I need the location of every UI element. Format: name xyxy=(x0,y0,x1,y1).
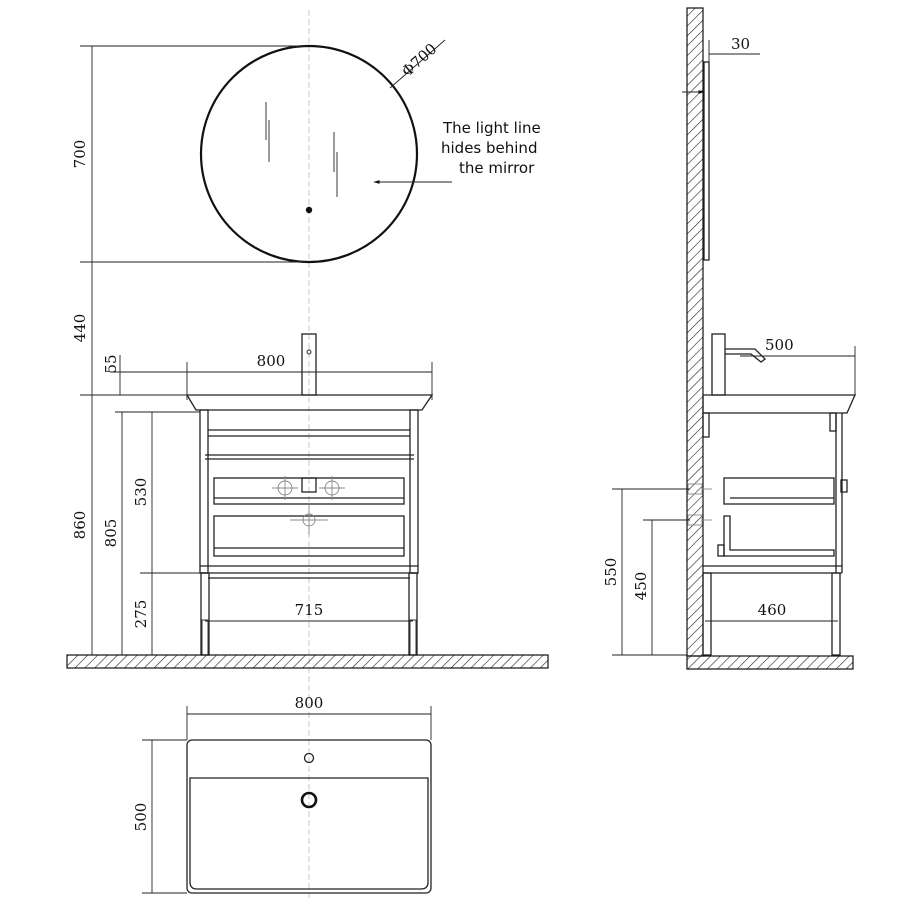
side-view: 30 500 xyxy=(602,7,857,670)
round-mirror xyxy=(199,44,419,264)
top-view: 800 500 xyxy=(132,694,432,894)
note-line-1: The light line xyxy=(442,119,541,137)
note-line-3: the mirror xyxy=(459,159,535,177)
basin-bowl xyxy=(189,777,429,890)
leg-height-label: 275 xyxy=(132,600,150,629)
leg-depth-label: 460 xyxy=(758,601,787,619)
side-lower-frame xyxy=(702,565,842,656)
side-upper-drawer xyxy=(723,477,835,505)
floor-side xyxy=(686,655,854,670)
drain-marker xyxy=(290,505,328,535)
mirror-diameter-label: Φ700 xyxy=(398,40,440,81)
top-depth-label: 500 xyxy=(132,803,150,832)
wall xyxy=(686,7,704,657)
basin-width-label: 800 xyxy=(257,352,286,370)
basin-profile xyxy=(702,394,857,414)
basin-top xyxy=(185,394,434,411)
leg-span-label: 715 xyxy=(295,601,324,619)
faucet-height-label: 55 xyxy=(102,354,120,373)
cabinet-height-label: 805 xyxy=(102,519,120,548)
side-lower-drawer xyxy=(717,515,835,557)
front-view: Φ700 The light line hides behind the mir… xyxy=(66,10,549,900)
basin-outline xyxy=(186,739,432,894)
faucet-hole xyxy=(303,752,315,764)
cabinet-side xyxy=(702,412,848,573)
mirror-profile xyxy=(703,61,710,261)
floor-front xyxy=(66,654,549,669)
mirror-thickness-label: 30 xyxy=(731,35,750,53)
total-height-label: 860 xyxy=(71,511,89,540)
drain-hole xyxy=(300,791,318,809)
mirror-reflection-marks xyxy=(265,102,338,197)
diameter-leader xyxy=(389,39,446,89)
mirror-height-label: 700 xyxy=(71,140,89,169)
faucet-profile xyxy=(711,333,766,396)
upper-pipe-markers xyxy=(272,476,345,500)
top-width-label: 800 xyxy=(295,694,324,712)
drawer-zone-label: 530 xyxy=(132,478,150,507)
depth-label: 500 xyxy=(765,336,794,354)
upper-drawer xyxy=(213,477,405,505)
note-line-2: hides behind xyxy=(441,139,537,157)
lower-pipe-height-label: 450 xyxy=(632,572,650,601)
light-sensor-dot xyxy=(305,206,313,214)
upper-pipe-height-label: 550 xyxy=(602,558,620,587)
gap-height-label: 440 xyxy=(71,314,89,343)
